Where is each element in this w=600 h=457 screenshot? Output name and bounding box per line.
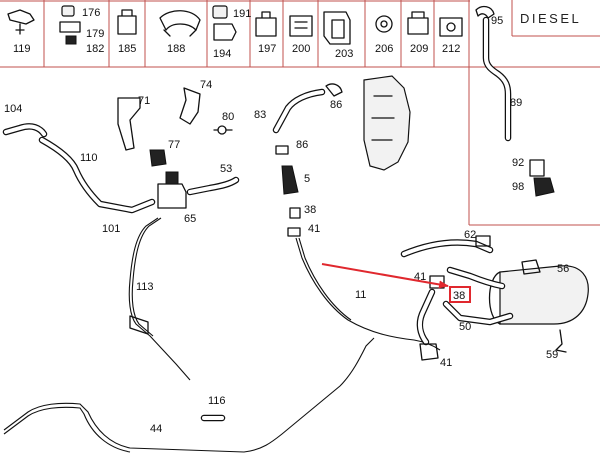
part-number-176[interactable]: 176 [82, 7, 100, 19]
main-drawing [2, 75, 589, 453]
highlight-box [449, 286, 471, 303]
part-number-119[interactable]: 119 [13, 43, 31, 55]
part-number-83[interactable]: 83 [254, 109, 266, 121]
part-number-71[interactable]: 71 [138, 95, 150, 107]
part-number-101[interactable]: 101 [102, 223, 120, 235]
part-number-203[interactable]: 203 [335, 48, 353, 60]
inset-drawing: 95 89 92 98 [475, 5, 555, 197]
part-number-98[interactable]: 98 [512, 181, 524, 193]
part-number-185[interactable]: 185 [118, 43, 136, 55]
main-part-numbers: 104 110 101 113 71 74 77 80 65 53 83 86 … [4, 79, 569, 435]
part-number-44[interactable]: 44 [150, 423, 162, 435]
highlighted-part-number[interactable]: 38 [453, 290, 465, 302]
part-number-56[interactable]: 56 [557, 263, 569, 275]
part-number-182[interactable]: 182 [86, 43, 104, 55]
part-number-113[interactable]: 113 [136, 281, 154, 293]
part-number-77[interactable]: 77 [168, 139, 180, 151]
part-number-95[interactable]: 95 [491, 15, 503, 27]
part-number-41-left[interactable]: 41 [308, 223, 320, 235]
diesel-label: DIESEL [520, 11, 581, 26]
header-part-icons [7, 5, 463, 45]
part-number-209[interactable]: 209 [410, 43, 428, 55]
part-number-11[interactable]: 11 [355, 289, 366, 301]
part-number-197[interactable]: 197 [258, 43, 276, 55]
part-number-62[interactable]: 62 [464, 229, 476, 241]
part-number-50[interactable]: 50 [459, 321, 471, 333]
part-number-38-left[interactable]: 38 [304, 204, 316, 216]
header-grid [0, 0, 600, 226]
part-number-188[interactable]: 188 [167, 43, 185, 55]
part-number-179[interactable]: 179 [86, 28, 104, 40]
part-number-110[interactable]: 110 [80, 152, 98, 164]
part-number-191[interactable]: 191 [233, 8, 251, 20]
part-number-89[interactable]: 89 [510, 97, 522, 109]
part-number-5[interactable]: 5 [304, 173, 310, 185]
part-number-92[interactable]: 92 [512, 157, 524, 169]
part-number-104[interactable]: 104 [4, 103, 22, 115]
part-number-80[interactable]: 80 [222, 111, 234, 123]
part-number-65[interactable]: 65 [184, 213, 196, 225]
header-part-numbers: 119 176 179 182 185 188 191 194 197 200 … [13, 7, 460, 60]
part-number-86-mid[interactable]: 86 [296, 139, 308, 151]
part-number-116[interactable]: 116 [208, 395, 226, 407]
part-number-53[interactable]: 53 [220, 163, 232, 175]
part-number-41-lower[interactable]: 41 [440, 357, 452, 369]
part-number-206[interactable]: 206 [375, 43, 393, 55]
part-number-86-top[interactable]: 86 [330, 99, 342, 111]
highlight-arrow [321, 263, 449, 289]
part-number-212[interactable]: 212 [442, 43, 460, 55]
part-number-194[interactable]: 194 [213, 48, 231, 60]
part-number-59[interactable]: 59 [546, 349, 558, 361]
part-number-200[interactable]: 200 [292, 43, 310, 55]
part-number-74[interactable]: 74 [200, 79, 212, 91]
